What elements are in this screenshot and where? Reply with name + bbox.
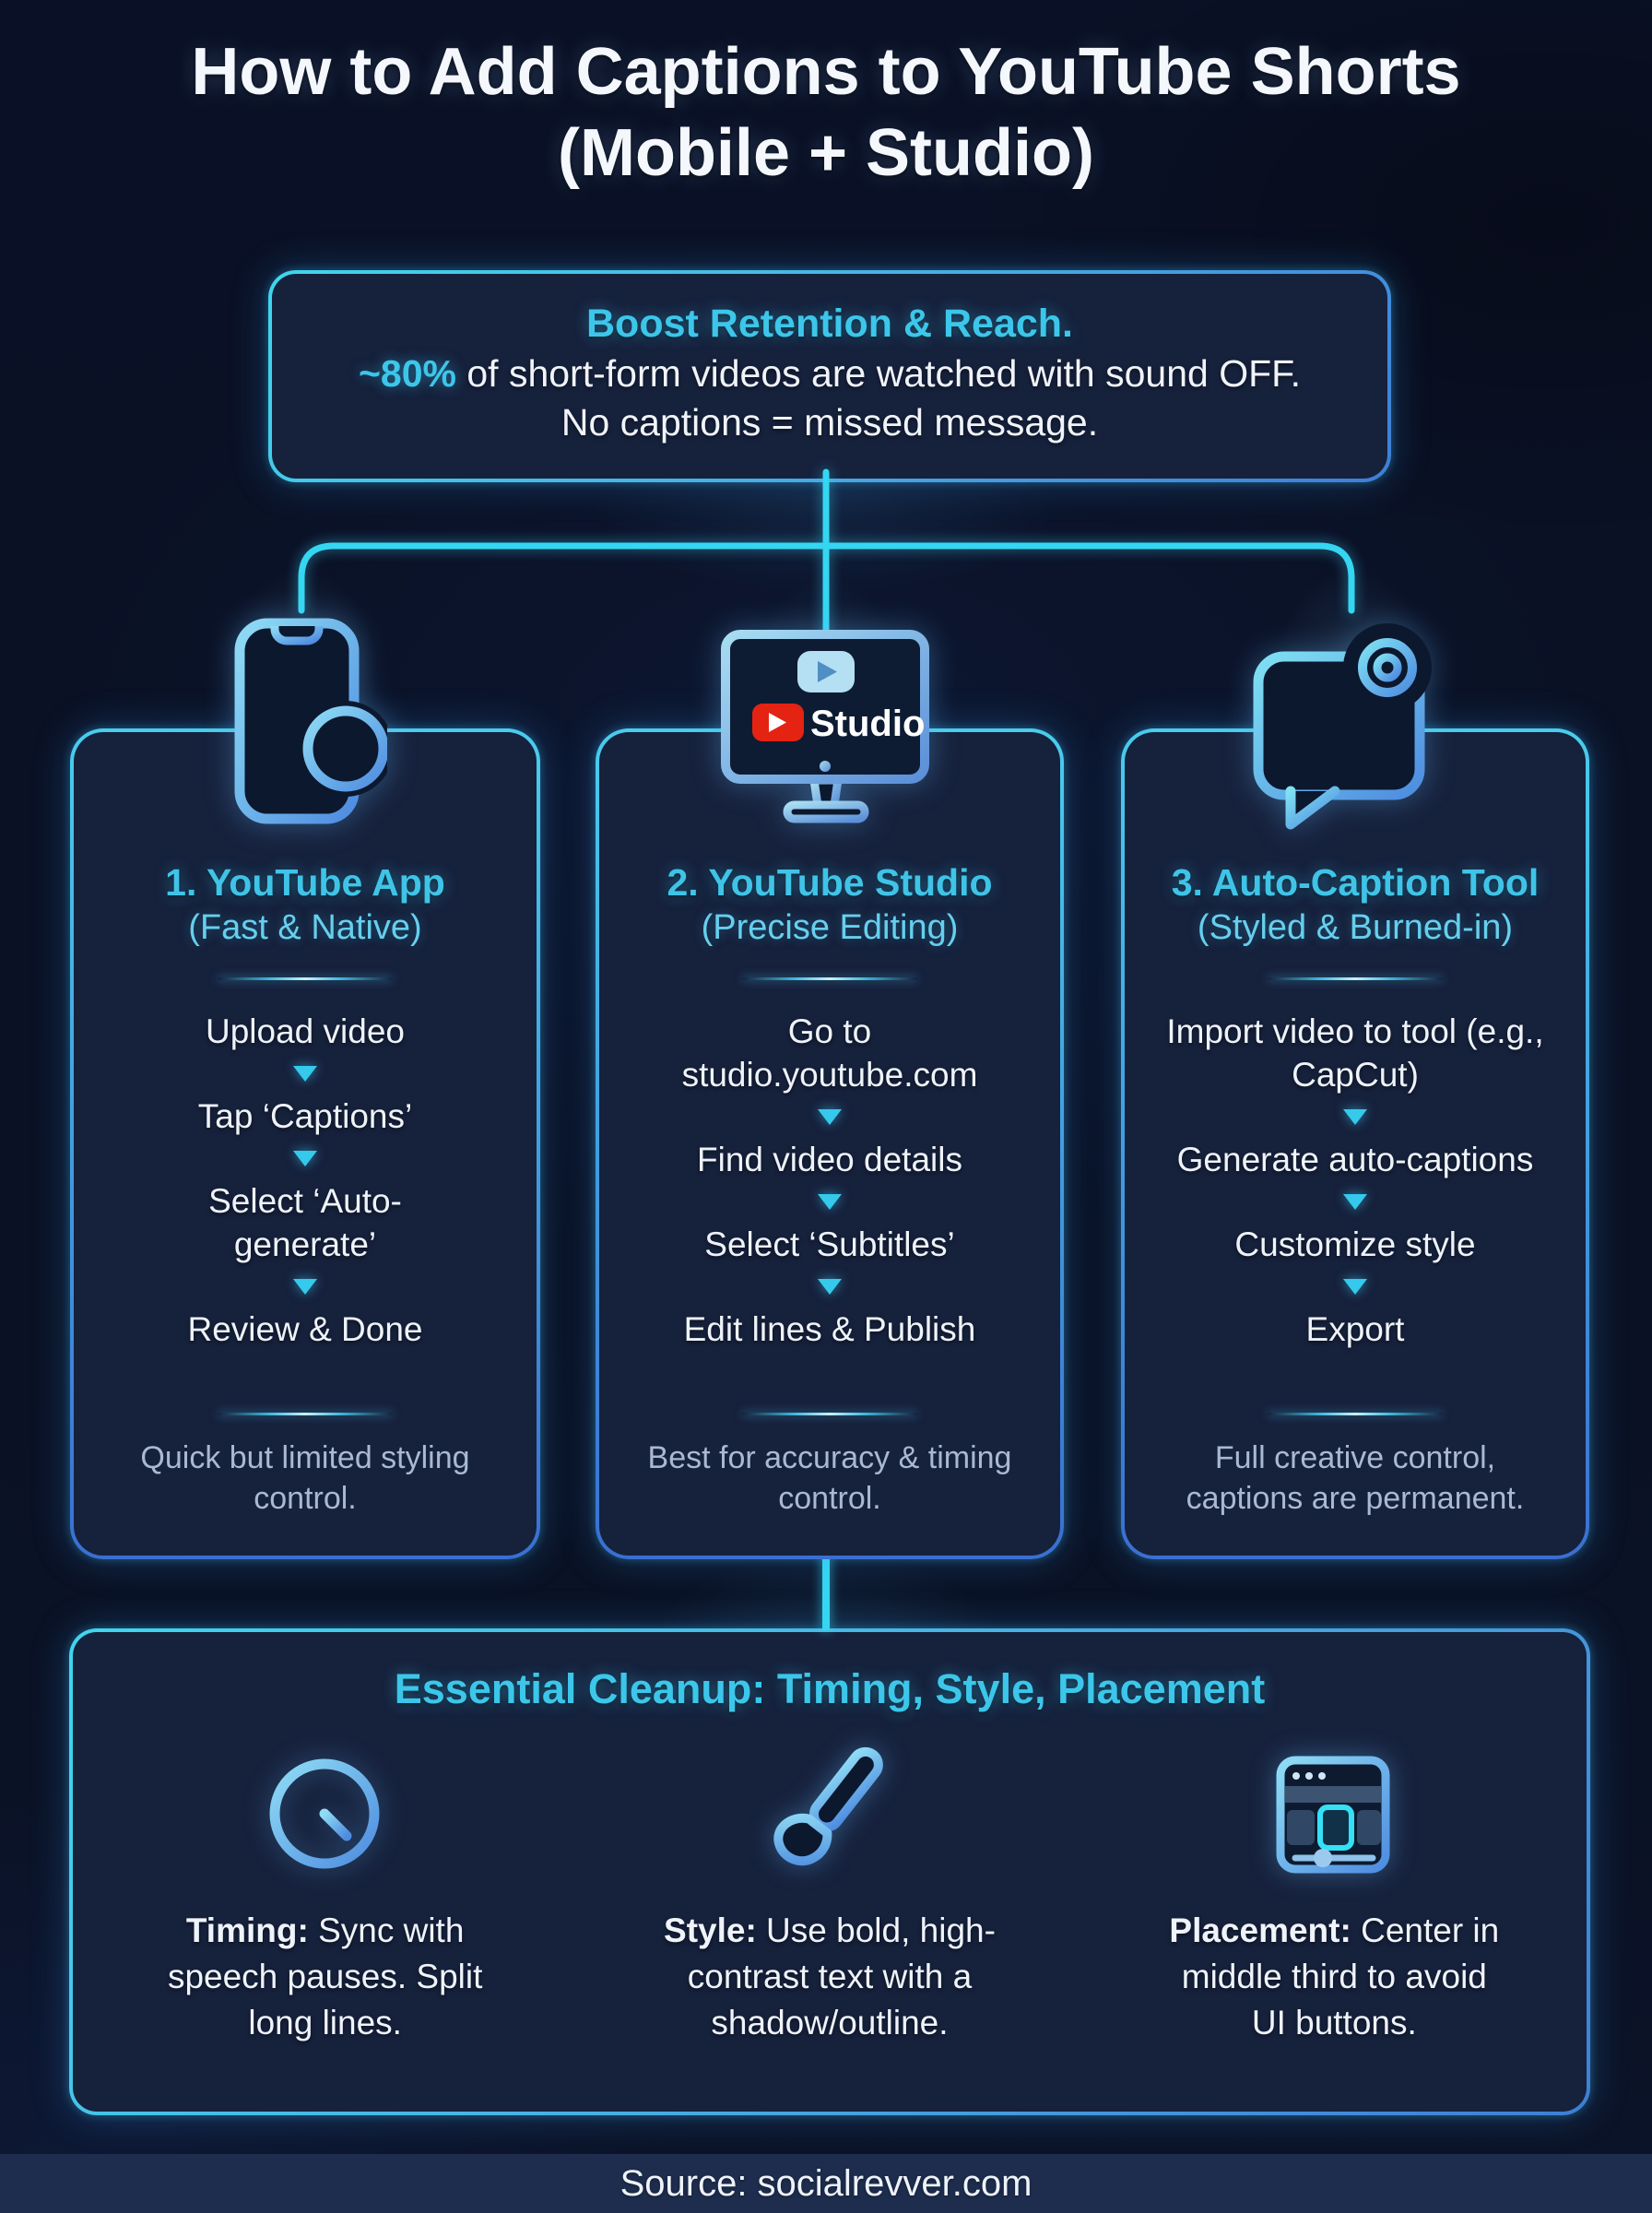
step: Import video to tool (e.g., CapCut) (1166, 1012, 1544, 1094)
clock-icon (269, 1758, 380, 1869)
step: Find video details (697, 1141, 962, 1178)
down-arrow-icon (293, 1151, 317, 1166)
divider (1268, 1413, 1443, 1415)
down-arrow-icon (293, 1066, 317, 1082)
divider (742, 977, 917, 980)
card-subtitle: (Styled & Burned-in) (1197, 908, 1514, 947)
cleanup-label: Timing: (185, 1911, 309, 1949)
steps-list: Go to studio.youtube.com Find video deta… (645, 1010, 1014, 1351)
cleanup-label: Style: (664, 1911, 757, 1949)
down-arrow-icon (818, 1279, 842, 1295)
intro-line-2: No captions = missed message. (560, 401, 1099, 444)
card-youtube-studio: 2. YouTube Studio (Precise Editing) Go t… (596, 728, 1064, 1559)
cleanup-label: Placement: (1169, 1911, 1351, 1949)
divider (218, 1413, 393, 1415)
cleanup-item-timing: Timing: Sync with speech pauses. Split l… (73, 1739, 577, 2046)
title-line-1: How to Add Captions to YouTube Shorts (191, 35, 1461, 109)
cleanup-connector (822, 1553, 830, 1630)
video-frame-icon (1276, 1756, 1390, 1873)
card-title: 2. YouTube Studio (667, 861, 993, 904)
studio-label: Studio (810, 704, 925, 744)
card-title: 3. Auto-Caption Tool (1171, 861, 1540, 904)
step: Customize style (1234, 1225, 1476, 1263)
step: Generate auto-captions (1176, 1141, 1534, 1178)
stat-highlight: ~80% (358, 352, 456, 395)
card-subtitle: (Precise Editing) (701, 908, 959, 947)
card-note: Best for accuracy & timing control. (647, 1440, 1012, 1516)
cleanup-row: Timing: Sync with speech pauses. Split l… (73, 1739, 1587, 2046)
card-auto-caption-tool: 3. Auto-Caption Tool (Styled & Burned-in… (1121, 728, 1589, 1559)
divider (218, 977, 393, 980)
footer-bar: Source: socialrevver.com (0, 2154, 1652, 2213)
intro-heading: Boost Retention & Reach. (586, 302, 1073, 346)
cleanup-box: Essential Cleanup: Timing, Style, Placem… (69, 1628, 1590, 2115)
intro-box: Boost Retention & Reach. ~80% of short-f… (268, 270, 1391, 482)
down-arrow-icon (1343, 1279, 1367, 1295)
intro-stat-line: ~80% of short-form videos are watched wi… (272, 349, 1387, 398)
divider (1268, 977, 1443, 980)
cleanup-text: Style: Use bold, high-contrast text with… (664, 1911, 996, 2041)
down-arrow-icon (1343, 1109, 1367, 1125)
title-line-2: (Mobile + Studio) (558, 116, 1094, 190)
gear-icon (1343, 623, 1432, 712)
step: Upload video (206, 1012, 405, 1050)
card-title: 1. YouTube App (165, 861, 445, 904)
card-note: Full creative control, captions are perm… (1186, 1440, 1525, 1516)
step: Review & Done (187, 1310, 423, 1348)
stat-text: of short-form videos are watched with so… (455, 352, 1302, 395)
monitor-stand-base (783, 800, 869, 823)
card-subtitle: (Fast & Native) (188, 908, 422, 947)
card-youtube-app: 1. YouTube App (Fast & Native) Upload vi… (70, 728, 540, 1559)
step: Export (1305, 1310, 1405, 1348)
steps-list: Import video to tool (e.g., CapCut) Gene… (1155, 1010, 1555, 1351)
cleanup-item-placement: Placement: Center in middle third to avo… (1082, 1739, 1587, 2046)
down-arrow-icon (818, 1194, 842, 1210)
cleanup-heading: Essential Cleanup: Timing, Style, Placem… (394, 1665, 1266, 1712)
youtube-studio-monitor-icon: Studio (721, 630, 929, 823)
steps-list: Upload video Tap ‘Captions’ Select ‘Auto… (148, 1010, 462, 1351)
cleanup-text: Timing: Sync with speech pauses. Split l… (167, 1911, 483, 2041)
step: Edit lines & Publish (683, 1310, 976, 1348)
down-arrow-icon (1343, 1194, 1367, 1210)
down-arrow-icon (293, 1279, 317, 1295)
paintbrush-icon (773, 1746, 883, 1865)
page-title: How to Add Captions to YouTube Shorts (M… (0, 31, 1652, 194)
down-arrow-icon (818, 1109, 842, 1125)
smartphone-plus-icon (234, 618, 387, 824)
step: Select ‘Subtitles’ (704, 1225, 955, 1263)
chat-gear-icon (1253, 623, 1432, 830)
slider-knob (1314, 1848, 1333, 1867)
step: Go to studio.youtube.com (681, 1012, 978, 1094)
divider (742, 1413, 917, 1415)
cleanup-text: Placement: Center in middle third to avo… (1169, 1911, 1500, 2041)
cleanup-item-style: Style: Use bold, high-contrast text with… (577, 1739, 1081, 2046)
step: Tap ‘Captions’ (197, 1097, 413, 1135)
step: Select ‘Auto-generate’ (208, 1182, 402, 1263)
card-note: Quick but limited styling control. (140, 1440, 470, 1516)
source-text: Source: socialrevver.com (620, 2162, 1032, 2204)
